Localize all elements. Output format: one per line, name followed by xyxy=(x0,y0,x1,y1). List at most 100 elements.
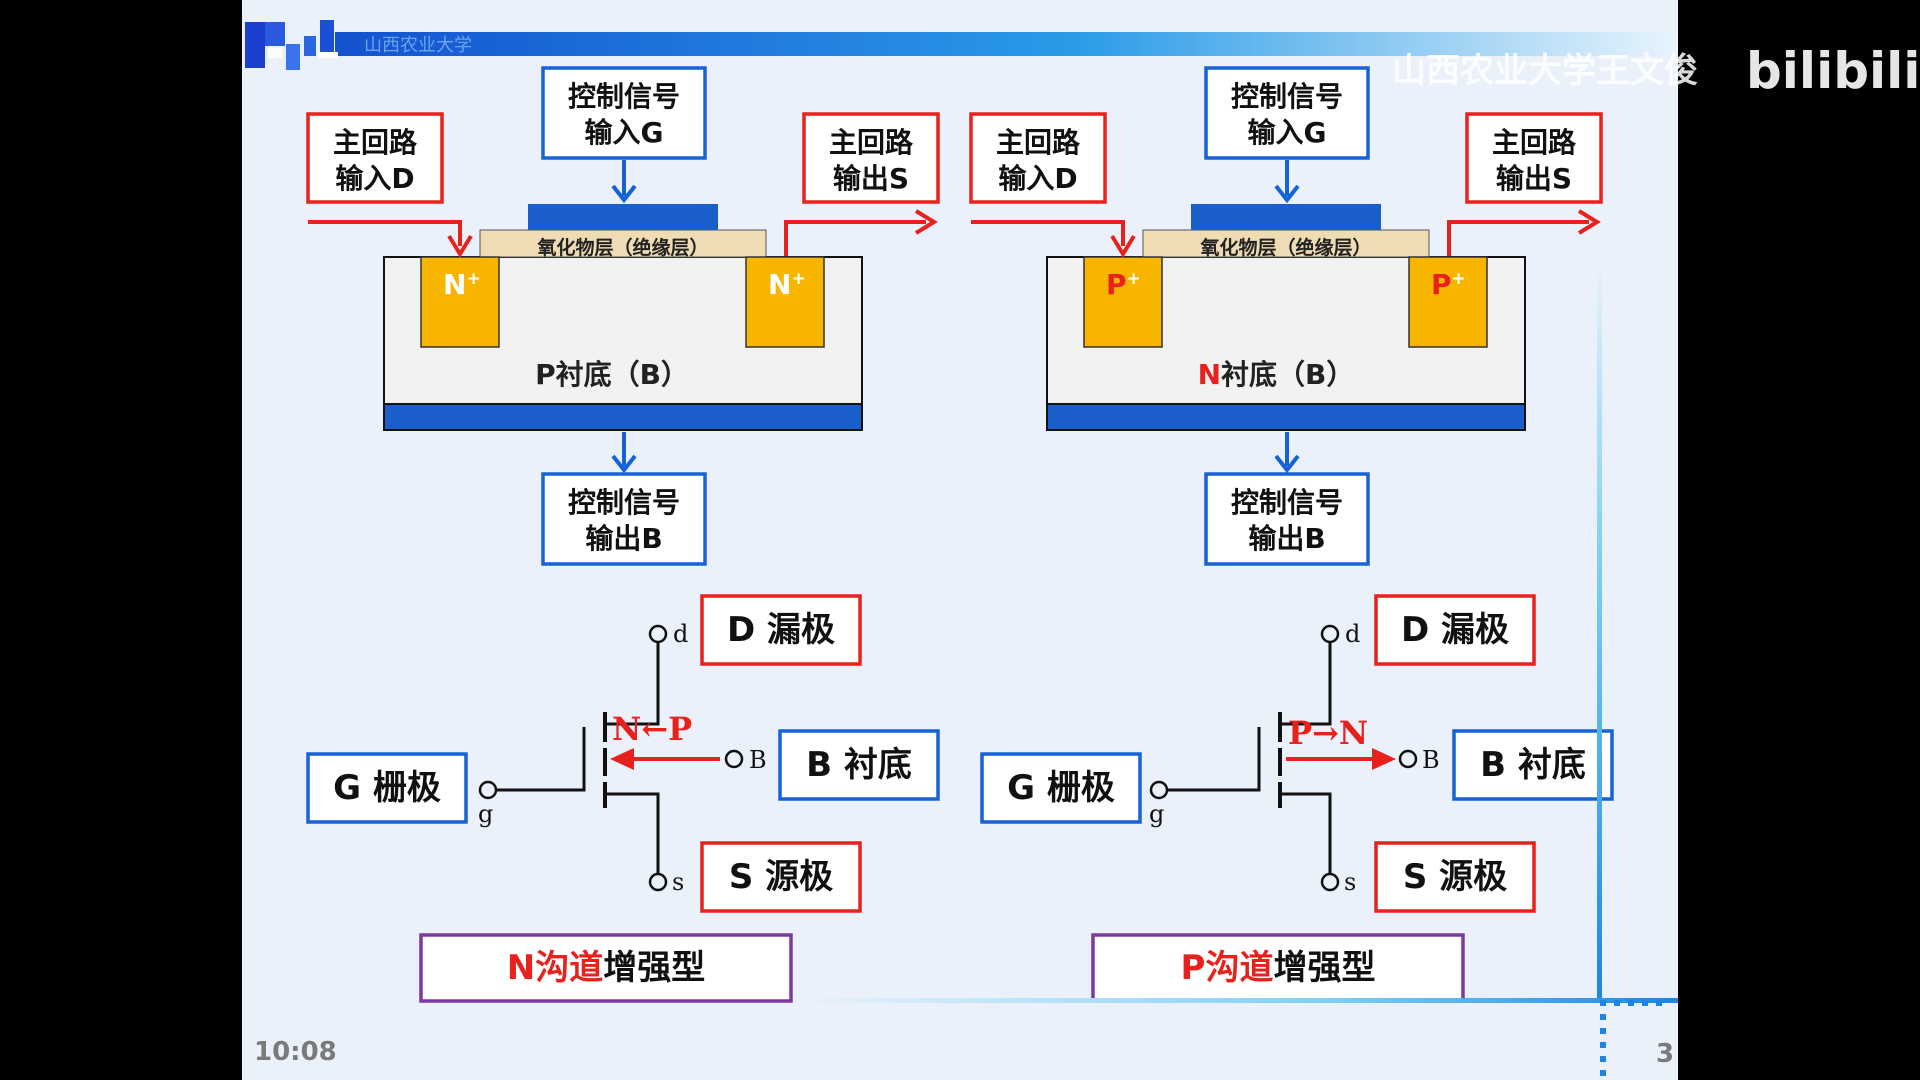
right-device: 氧化物层（绝缘层） P+ P+ N衬底（B） 主回路 输入D 控制信号 输入G … xyxy=(969,66,1603,566)
gate-input-box: 控制信号 输入G xyxy=(1204,66,1370,160)
drain-pin-label: d xyxy=(1345,620,1360,648)
type-label-box: N沟道增强型 xyxy=(419,933,793,1003)
substrate-label-box: B 衬底 xyxy=(778,729,940,801)
source-diffusion-label: N+ xyxy=(768,268,806,301)
svg-text:主回路: 主回路 xyxy=(333,126,418,159)
substrate-pin-label: B xyxy=(749,746,767,774)
source-pin-label: s xyxy=(1344,868,1356,896)
oxide-layer xyxy=(1142,229,1430,258)
type-label-box: P沟道增强型 xyxy=(1091,933,1465,1003)
left-mosfet-symbol: d s B g N←P D 漏极 B 衬底 G 栅极 S 源极 N沟道增强型 xyxy=(306,594,940,1003)
svg-text:输入D: 输入D xyxy=(335,162,414,195)
drain-pin-label: d xyxy=(673,620,688,648)
svg-text:控制信号: 控制信号 xyxy=(1231,486,1343,519)
gate-arrow-head xyxy=(611,184,637,204)
drain-diffusion-label: P+ xyxy=(1106,268,1141,301)
substrate-arrow-head xyxy=(1372,748,1396,770)
svg-text:控制信号: 控制信号 xyxy=(568,80,680,113)
main-input-arrow-head xyxy=(1110,234,1136,258)
main-output-arrow-head xyxy=(914,209,938,235)
oxide-label: 氧化物层（绝缘层） xyxy=(1200,236,1371,259)
svg-text:输入G: 输入G xyxy=(1248,116,1327,149)
oxide-label: 氧化物层（绝缘层） xyxy=(537,236,708,259)
left-device: 氧化物层（绝缘层） N+ N+ P衬底（B） 主回路 输入D 控制信号 输入G … xyxy=(306,66,940,566)
drain-lead xyxy=(605,642,660,726)
source-diffusion xyxy=(1408,256,1488,348)
drain-pin xyxy=(1320,624,1340,644)
right-mosfet-symbol: d s B g P→N D 漏极 B 衬底 G 栅极 S 源极 P沟道增强型 xyxy=(980,594,1614,1003)
direction-annotation: N←P xyxy=(612,710,692,748)
svg-text:主回路: 主回路 xyxy=(829,126,914,159)
substrate-output-box: 控制信号 输出B xyxy=(1204,472,1370,566)
source-lead xyxy=(605,792,660,874)
substrate-contact-plate xyxy=(1046,403,1526,431)
svg-text:S 源极: S 源极 xyxy=(1403,857,1507,897)
gate-pin-label: g xyxy=(478,800,493,828)
substrate-pin-label: B xyxy=(1422,746,1440,774)
source-diffusion-label: P+ xyxy=(1431,268,1466,301)
main-input-box: 主回路 输入D xyxy=(969,112,1107,204)
right-frame-line xyxy=(1597,260,1602,1000)
drain-diffusion xyxy=(1083,256,1163,348)
source-pin xyxy=(1320,872,1340,892)
svg-text:主回路: 主回路 xyxy=(996,126,1081,159)
svg-text:S 源极: S 源极 xyxy=(729,857,833,897)
svg-text:输出B: 输出B xyxy=(1248,522,1325,555)
drain-pin xyxy=(648,624,668,644)
main-input-arrow xyxy=(971,220,1125,246)
svg-text:输入D: 输入D xyxy=(998,162,1077,195)
main-input-box: 主回路 输入D xyxy=(306,112,444,204)
main-output-box: 主回路 输出S xyxy=(1465,112,1603,204)
gate-metal xyxy=(528,204,718,230)
substrate-pin xyxy=(1398,749,1418,769)
svg-text:控制信号: 控制信号 xyxy=(568,486,680,519)
svg-text:G 栅极: G 栅极 xyxy=(1007,768,1115,808)
main-output-arrow xyxy=(1447,220,1589,256)
main-output-arrow-head xyxy=(1577,209,1601,235)
svg-text:B 衬底: B 衬底 xyxy=(1480,745,1586,785)
substrate-label-box: B 衬底 xyxy=(1452,729,1614,801)
source-lead xyxy=(1280,792,1332,874)
bilibili-logo-icon: bilibili xyxy=(1746,42,1920,100)
gate-label-box: G 栅极 xyxy=(980,752,1142,824)
substrate-arrow-head xyxy=(610,748,634,770)
svg-text:D 漏极: D 漏极 xyxy=(727,610,835,650)
substrate-label: N衬底（B） xyxy=(1198,358,1355,391)
substrate-contact-plate xyxy=(383,403,863,431)
drain-label-box: D 漏极 xyxy=(1374,594,1536,666)
svg-text:P沟道增强型: P沟道增强型 xyxy=(1181,948,1376,988)
svg-text:D 漏极: D 漏极 xyxy=(1401,610,1509,650)
drain-lead xyxy=(1280,642,1332,726)
svg-text:输出S: 输出S xyxy=(1496,162,1572,195)
gate-input-box: 控制信号 输入G xyxy=(541,66,707,160)
source-label-box: S 源极 xyxy=(1374,841,1536,913)
source-label-box: S 源极 xyxy=(700,841,862,913)
gate-arrow-head xyxy=(1274,184,1300,204)
substrate-arrow-head xyxy=(611,454,637,474)
substrate-pin xyxy=(724,749,744,769)
svg-text:输出S: 输出S xyxy=(833,162,909,195)
svg-text:G 栅极: G 栅极 xyxy=(333,768,441,808)
source-pin xyxy=(648,872,668,892)
substrate-arrow-head xyxy=(1274,454,1300,474)
source-diffusion xyxy=(745,256,825,348)
video-timestamp: 10:08 xyxy=(254,1037,337,1067)
bottom-frame-line xyxy=(800,998,1678,1003)
substrate-output-box: 控制信号 输出B xyxy=(541,472,707,566)
drain-label-box: D 漏极 xyxy=(700,594,862,666)
direction-annotation: P→N xyxy=(1288,714,1368,752)
drain-diffusion-label: N+ xyxy=(443,268,481,301)
corner-dots-decoration xyxy=(1600,1000,1662,1076)
gate-label-box: G 栅极 xyxy=(306,752,468,824)
main-output-box: 主回路 输出S xyxy=(802,112,940,204)
slide-background xyxy=(242,0,1678,1080)
logo-blocks-icon xyxy=(245,20,338,70)
main-output-arrow xyxy=(784,220,926,256)
svg-text:B 衬底: B 衬底 xyxy=(806,745,912,785)
gate-metal xyxy=(1191,204,1381,230)
source-pin-label: s xyxy=(672,868,684,896)
drain-diffusion xyxy=(420,256,500,348)
slide-header: 山西农业大学 xyxy=(245,20,1678,70)
gate-pin-label: g xyxy=(1149,800,1164,828)
svg-text:N沟道增强型: N沟道增强型 xyxy=(507,948,705,988)
